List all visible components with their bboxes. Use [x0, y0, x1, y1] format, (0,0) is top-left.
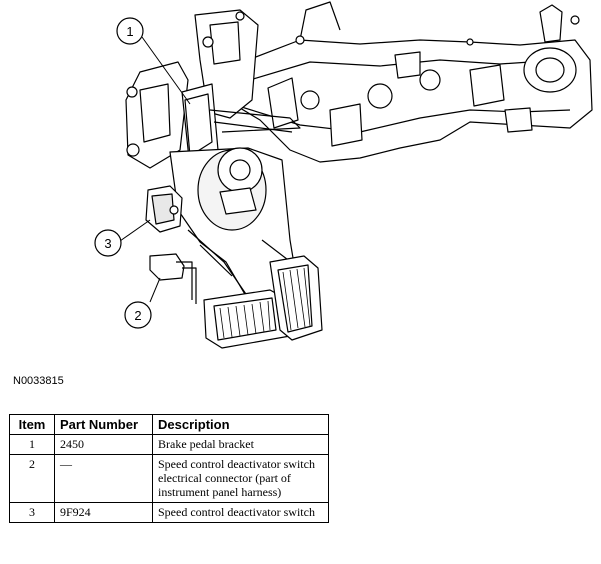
exploded-view-illustration: 1 3 2 [94, 1, 593, 349]
row-description: Speed control deactivator switch [152, 502, 329, 523]
callout-1-number: 1 [126, 24, 133, 39]
callout-2-number: 2 [134, 308, 141, 323]
electrical-connector [149, 253, 197, 304]
callout-2: 2 [124, 301, 152, 329]
table-row: 2 — Speed control deactivator switch ele… [9, 454, 329, 503]
callout-3: 3 [94, 229, 122, 257]
header-item: Item [9, 414, 55, 435]
row-description: Brake pedal bracket [152, 434, 329, 455]
header-part-number: Part Number [54, 414, 153, 435]
table-header-row: Item Part Number Description [9, 414, 329, 435]
cross-car-beam [221, 1, 593, 163]
accelerator-pedal-pad [269, 255, 323, 341]
row-part-number: — [54, 454, 153, 503]
row-description: Speed control deactivator switch electri… [152, 454, 329, 503]
speed-control-deactivator-switch [145, 185, 183, 233]
leader-lines [119, 36, 191, 303]
figure-id: N0033815 [13, 375, 64, 387]
brake-pedal-bracket [125, 9, 301, 169]
callout-3-number: 3 [104, 236, 111, 251]
row-item: 2 [9, 454, 55, 503]
row-part-number: 9F924 [54, 502, 153, 523]
table-row: 3 9F924 Speed control deactivator switch [9, 502, 329, 523]
header-description: Description [152, 414, 329, 435]
callout-1: 1 [116, 17, 144, 45]
table-row: 1 2450 Brake pedal bracket [9, 434, 329, 455]
brake-pedal-arm [169, 147, 301, 321]
row-item: 3 [9, 502, 55, 523]
row-item: 1 [9, 434, 55, 455]
parts-table: Item Part Number Description 1 2450 Brak… [9, 414, 329, 523]
row-part-number: 2450 [54, 434, 153, 455]
